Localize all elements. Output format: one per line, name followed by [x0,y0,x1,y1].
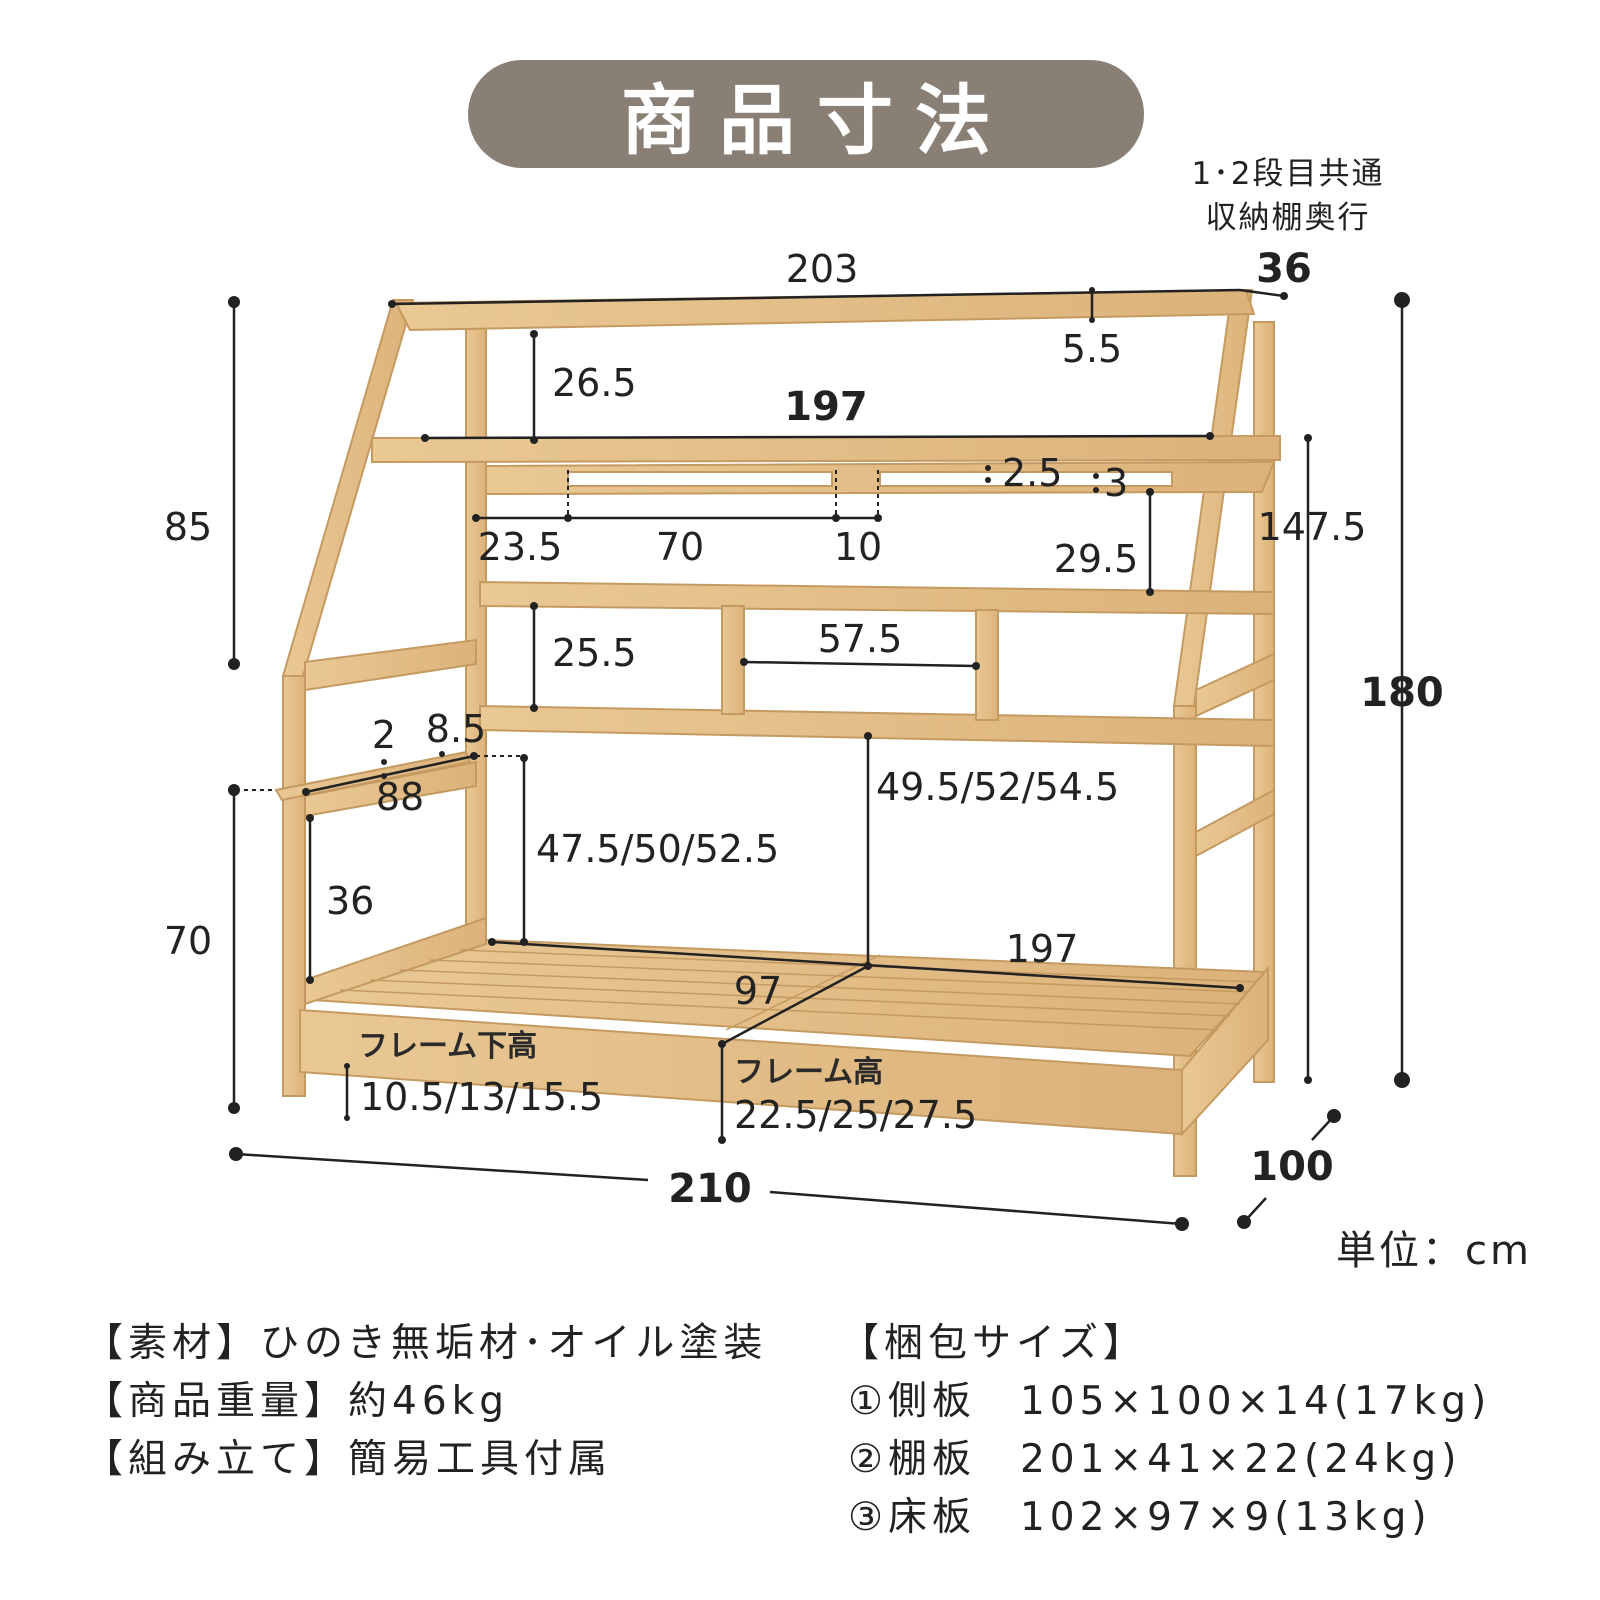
dim-guard-length: 88 [376,775,424,819]
dim-slot-bridge: 10 [834,525,882,569]
dim-slot-left: 23.5 [478,525,563,569]
dimension-guides [236,470,879,791]
shelf-note-line1: 1･2段目共通 [1192,156,1385,192]
dim-inner-width: 97 [734,969,782,1013]
dim-under-rail-height: 49.5/52/54.5 [876,765,1119,809]
unit-label: 単位：cm [1336,1228,1532,1274]
dim-total-depth: 100 [1250,1144,1334,1190]
dim-slot-gap: 2.5 [1002,451,1062,495]
dim-frame-under: 10.5/13/15.5 [360,1075,603,1119]
spec-package-title: 【梱包サイズ】 [840,1321,1147,1366]
spec-assembly: 【組み立て】簡易工具付属 [84,1437,613,1482]
dim-side-height: 70 [164,919,212,963]
dim-guard-clearance: 47.5/50/52.5 [536,827,779,871]
bed-slats [339,949,1257,1031]
dim-guard-offset: 8.5 [426,707,486,751]
dim-shelf-depth: 36 [1256,246,1312,292]
frame-label: フレーム高 [734,1055,883,1090]
dimension-endpoints [228,287,1410,1231]
spec-material: 【素材】ひのき無垢材･オイル塗装 [84,1321,768,1366]
spec-package-item: ③床板 102×97×9(13kg) [848,1495,1432,1540]
dim-total-height: 180 [1360,670,1444,716]
shelf-note-line2: 収納棚奥行 [1206,200,1371,236]
dim-guard-thickness: 2 [372,713,396,757]
frame-under-label: フレーム下高 [358,1029,537,1064]
title-banner: 商品寸法 [468,60,1144,168]
dim-top-gap: 26.5 [552,361,637,405]
page-title: 商品寸法 [621,76,1013,165]
dim-shelf-to-rail: 29.5 [1054,537,1139,581]
spec-package-item: ②棚板 201×41×22(24kg) [848,1437,1462,1482]
dim-rail-gap: 25.5 [552,631,637,675]
dim-top-rail-thickness: 5.5 [1062,327,1122,371]
dim-panel-width: 57.5 [818,617,903,661]
dim-shelf-width: 197 [784,384,868,430]
dim-inner-length: 197 [1006,927,1079,971]
spec-weight: 【商品重量】約46kg [84,1379,509,1424]
dim-guard-height: 36 [326,879,374,923]
dim-right-post-height: 147.5 [1258,505,1367,549]
dim-slot-inset: 3 [1104,461,1128,505]
dim-left-height: 85 [164,505,212,549]
dim-total-length: 210 [668,1166,752,1212]
dim-slot-width: 70 [656,525,704,569]
dim-top-width: 203 [786,247,859,291]
spec-package-item: ①側板 105×100×14(17kg) [848,1379,1492,1424]
dim-frame-height: 22.5/25/27.5 [734,1093,977,1137]
